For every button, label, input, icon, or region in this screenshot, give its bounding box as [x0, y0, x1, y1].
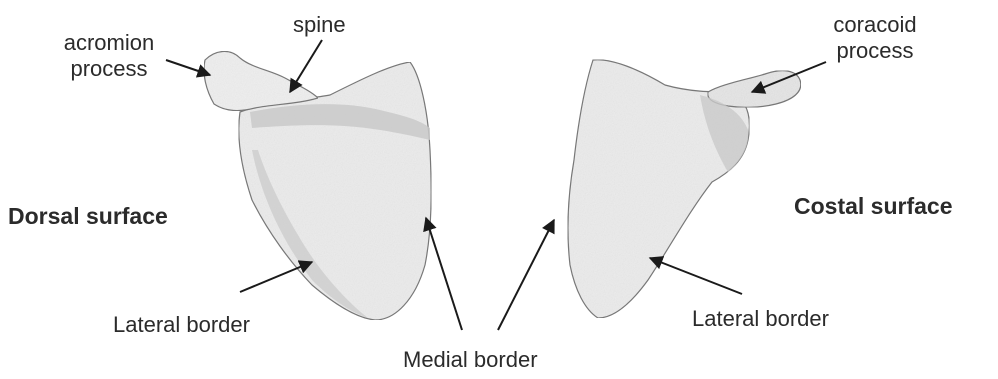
label-acromion-line2: process [52, 56, 166, 82]
label-acromion-line1: acromion [52, 30, 166, 56]
costal-scapula [568, 60, 801, 318]
label-coracoid-line2: process [820, 38, 930, 64]
title-costal-surface: Costal surface [794, 193, 953, 220]
title-dorsal-surface: Dorsal surface [8, 203, 168, 230]
label-medial-border: Medial border [403, 347, 538, 373]
label-costal-lateral-border: Lateral border [692, 306, 829, 332]
label-dorsal-lateral-border: Lateral border [113, 312, 250, 338]
arrow-dorsal-lateral-border [240, 262, 312, 292]
label-acromion-process: acromion process [52, 30, 166, 82]
dorsal-acromion [204, 51, 318, 110]
label-coracoid-process: coracoid process [820, 12, 930, 64]
arrow-spine [290, 40, 322, 92]
arrow-costal-lateral-border [650, 258, 742, 294]
label-spine: spine [293, 12, 346, 38]
label-coracoid-line1: coracoid [820, 12, 930, 38]
arrow-medial-right [498, 220, 554, 330]
costal-coracoid [708, 71, 801, 108]
dorsal-scapula [204, 51, 431, 320]
arrow-medial-left [426, 218, 462, 330]
